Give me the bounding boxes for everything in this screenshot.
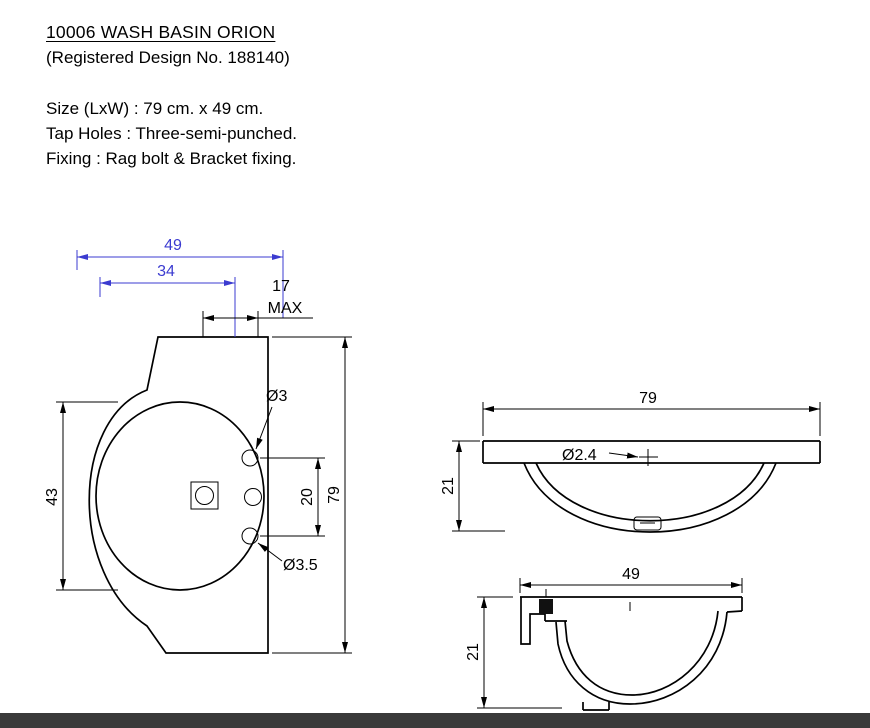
dim-plan-length-79: 79 [272, 336, 352, 654]
dim-front-width-79-label: 79 [639, 390, 657, 407]
registered-design-number: (Registered Design No. 188140) [46, 48, 290, 67]
spec-fixing: Fixing : Rag bolt & Bracket fixing. [46, 149, 297, 168]
spec-tap-holes: Tap Holes : Three-semi-punched. [46, 124, 298, 143]
side-view: 49 21 [465, 566, 743, 711]
side-bowl-outer-curve [555, 611, 728, 705]
side-wall-bracket-hook [520, 597, 546, 645]
dim-side-depth-49: 49 [519, 566, 743, 593]
side-bowl-inner-curve [564, 610, 719, 696]
dim-side-height-21-label: 21 [465, 643, 482, 661]
title-block: 10006 WASH BASIN ORION (Registered Desig… [46, 22, 297, 171]
dim-plan-holes-20: 20 [260, 457, 325, 537]
front-bowl-inner-curve [535, 462, 765, 522]
dim-plan-offset-34-label: 34 [157, 263, 175, 280]
dim-side-depth-49-label: 49 [622, 566, 640, 583]
footer-bar [0, 713, 870, 728]
dim-side-height-21: 21 [465, 596, 562, 709]
dim-plan-length-79-label: 79 [326, 486, 343, 504]
dim-front-height-21: 21 [440, 440, 505, 532]
front-overflow-hole [633, 516, 662, 531]
tap-hole-top-circle [241, 449, 259, 467]
front-bowl-outer-curve [523, 462, 777, 533]
side-rim-underside-right [726, 610, 743, 613]
plan-basin-outline [88, 336, 269, 654]
leader-tap-hole-dia: Ø3 [255, 388, 287, 450]
dim-front-height-21-label: 21 [440, 477, 457, 495]
tap-hole-bottom-circle [241, 527, 259, 545]
dim-plan-width-49-label: 49 [164, 237, 182, 254]
dim-plan-width-49: 49 [76, 237, 284, 318]
plan-view: 49 34 17 MAX [44, 237, 352, 654]
dim-front-width-79: 79 [482, 390, 821, 436]
leader-front-hole-dia: Ø2.4 [562, 447, 658, 466]
dim-plan-bowl-43-label: 43 [44, 488, 61, 506]
tap-hole-middle-circle [244, 488, 262, 506]
side-tap-hole-section [539, 599, 553, 614]
plan-bowl-ellipse [95, 401, 265, 591]
label-front-hole-dia: Ø2.4 [562, 447, 597, 464]
leader-bottom-hole-dia: Ø3.5 [257, 542, 318, 574]
dim-plan-bowl-43: 43 [44, 401, 118, 591]
plan-drain-square [190, 481, 219, 510]
dim-plan-offset-34: 34 [99, 263, 236, 337]
label-tap-hole-dia: Ø3 [266, 388, 287, 405]
dim-plan-rim-17-max: 17 MAX [202, 278, 313, 337]
drawing-title: 10006 WASH BASIN ORION [46, 22, 276, 42]
dim-plan-holes-20-label: 20 [299, 488, 316, 506]
front-view: 79 21 Ø2.4 [440, 390, 821, 533]
specification-list: Size (LxW) : 79 cm. x 49 cm. Tap Holes :… [46, 96, 297, 171]
plan-drain-circle [195, 486, 214, 505]
side-drain-stub [582, 702, 610, 711]
dim-plan-rim-17-label: 17 [272, 278, 290, 295]
dim-plan-rim-max-label: MAX [268, 300, 303, 317]
label-bottom-hole-dia: Ø3.5 [283, 557, 318, 574]
spec-size: Size (LxW) : 79 cm. x 49 cm. [46, 99, 264, 118]
